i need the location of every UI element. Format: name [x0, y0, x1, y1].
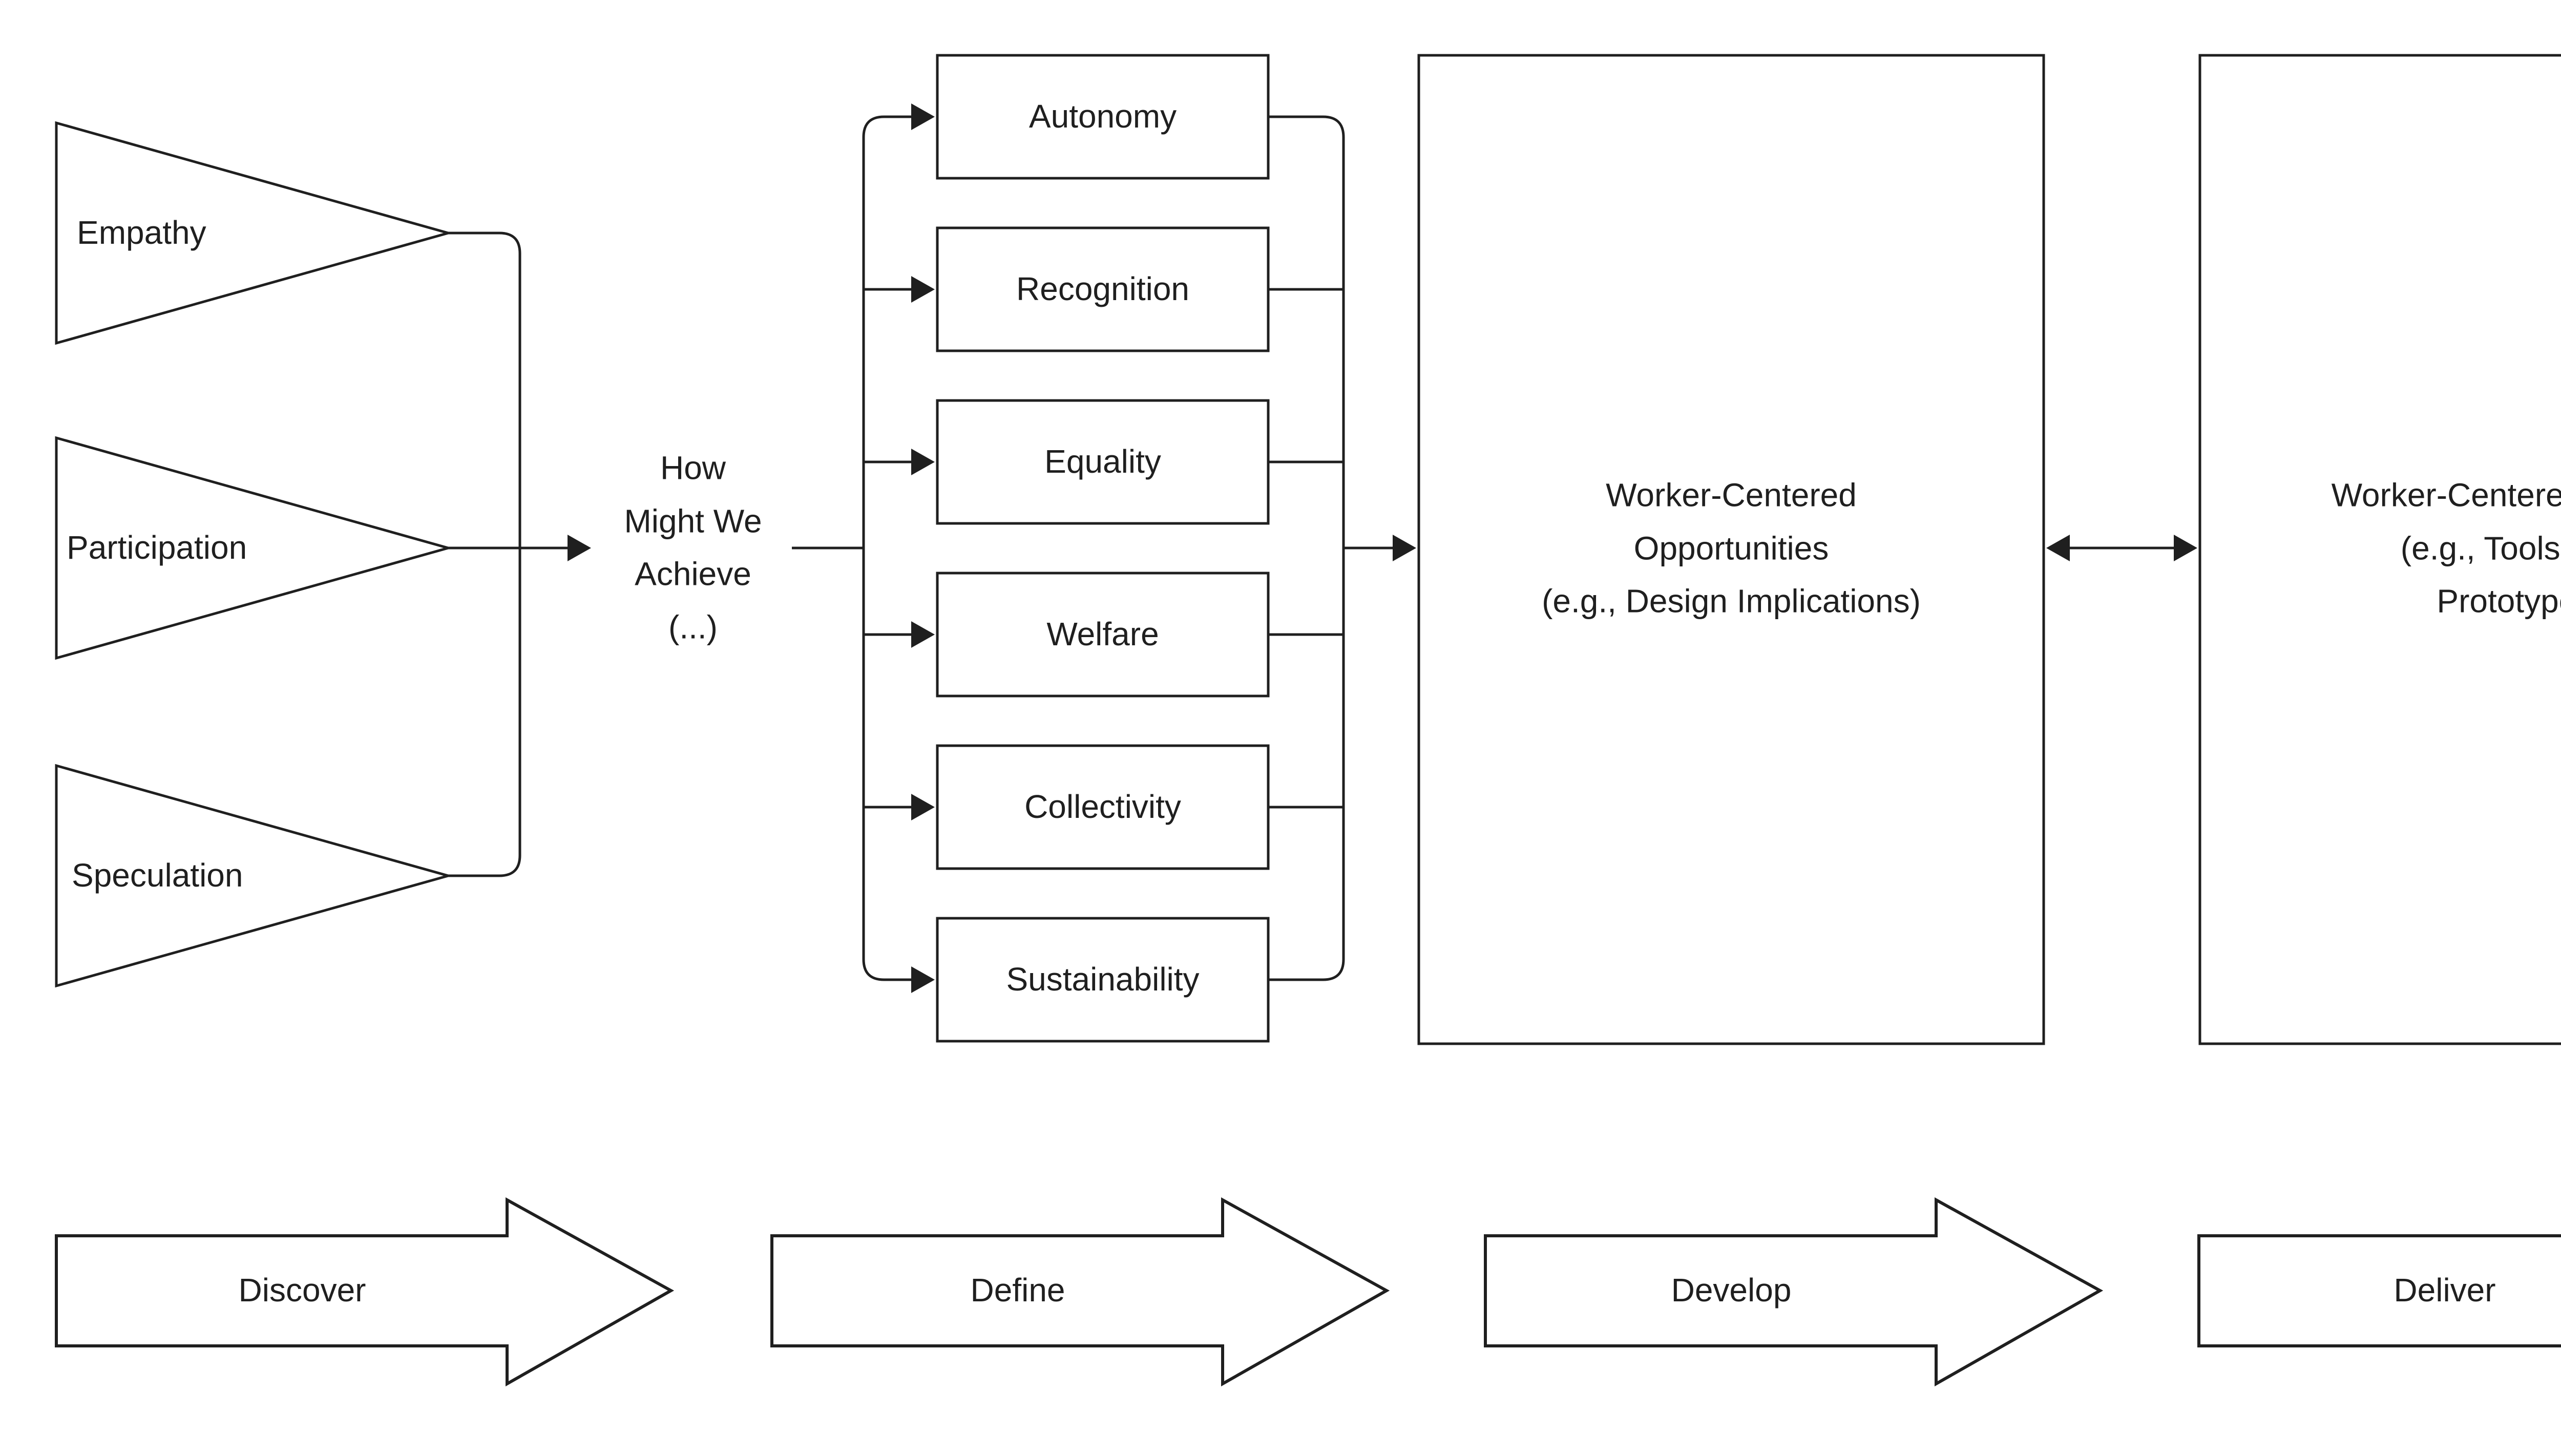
speculation-triangle [55, 764, 453, 988]
value-box-recognition [936, 226, 1270, 352]
branch-line-autonomy [862, 115, 913, 138]
design-box [2198, 54, 2561, 1045]
branch-arrowhead-recognition [911, 276, 935, 303]
branch-arrowhead-equality [911, 449, 935, 475]
branch-arrowhead-autonomy [911, 103, 935, 130]
double-arrow-right-head [2174, 535, 2197, 561]
value-box-collectivity [936, 744, 1270, 870]
deliver-arrow-shape [2197, 1234, 2561, 1347]
branch-line-sustainability [862, 959, 913, 981]
value-box-autonomy [936, 54, 1270, 180]
participation-triangle [55, 436, 453, 660]
collector-line-autonomy [1268, 115, 1345, 138]
value-box-welfare [936, 572, 1270, 698]
discover-arrow-shape [55, 1197, 675, 1387]
question-feed-arrowhead [568, 535, 591, 561]
develop-arrow-shape [1484, 1197, 2104, 1387]
opportunities-input-arrowhead [1393, 535, 1416, 561]
double-arrow-left-head [2046, 535, 2070, 561]
collector-line-sustainability [1268, 959, 1345, 981]
opportunities-box [1417, 54, 2045, 1045]
value-box-sustainability [936, 917, 1270, 1043]
value-box-equality [936, 399, 1270, 525]
inputs-bracket-connector [448, 231, 521, 877]
branch-arrowhead-sustainability [911, 966, 935, 993]
branch-arrowhead-welfare [911, 621, 935, 648]
empathy-triangle [55, 121, 453, 345]
define-arrow-shape [770, 1197, 1390, 1387]
branch-arrowhead-collectivity [911, 794, 935, 820]
